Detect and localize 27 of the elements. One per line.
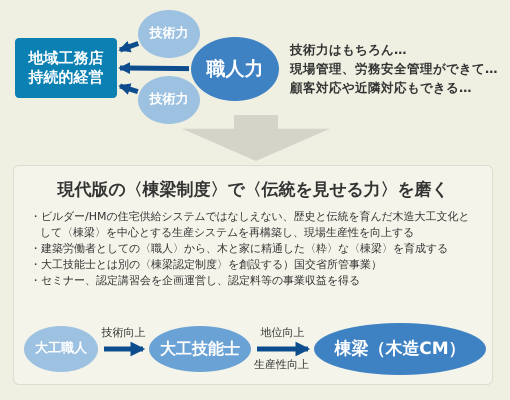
skill-circle bbox=[138, 10, 200, 58]
panel-heading: 現代版の〈棟梁制度〉で〈伝統を見せる力〉を磨く bbox=[56, 179, 450, 201]
side-note: 現場管理、労務安全管理ができて… bbox=[290, 60, 498, 78]
bullet-text: ・セミナー、認定講習会を企画運営し、認定料等の事業収益を得る bbox=[30, 273, 361, 289]
bullet-text: ・大工技能士とは別の〈棟梁認定制度〉を創設する）国交省所管事業） bbox=[30, 257, 383, 273]
node-text: 大工技能士 bbox=[160, 338, 240, 360]
content-panel bbox=[13, 165, 493, 385]
node-text: 職人力 bbox=[206, 56, 264, 82]
node-text: 技術力 bbox=[150, 26, 188, 42]
arrow bbox=[118, 83, 139, 95]
arrow bbox=[257, 342, 310, 356]
edge-label: 地位向上 bbox=[260, 325, 306, 340]
arrow bbox=[104, 342, 146, 356]
side-note: 顧客対応や近隣対応もできる… bbox=[290, 79, 472, 97]
node-text: 棟梁（木造CM） bbox=[334, 338, 466, 360]
skill-circle bbox=[138, 76, 200, 124]
edge-label: 技術向上 bbox=[100, 325, 146, 340]
bullet-text: ・建築労働者としての〈職人〉から、木と家に精通した〈粋〉な〈棟梁〉を育成する bbox=[30, 241, 449, 257]
bullet-text: ・ビルダー/HMの住宅供給システムではなしえない、歴史と伝統を育んだ木造大工文化として〈棟梁〉を中心とする生産システムを再構築し、現場生産性を向上する bbox=[30, 209, 470, 241]
down-arrow bbox=[182, 115, 330, 161]
node-text: 地域工務店持続的経営 bbox=[27, 48, 104, 88]
arrow bbox=[118, 40, 140, 52]
node-text: 大工職人 bbox=[35, 340, 87, 358]
arrow-caption: 生産性向上 bbox=[253, 357, 310, 372]
process-box bbox=[15, 38, 117, 98]
node-text: 技術力 bbox=[150, 92, 188, 108]
side-note: 技術力はもちろん… bbox=[290, 41, 408, 59]
